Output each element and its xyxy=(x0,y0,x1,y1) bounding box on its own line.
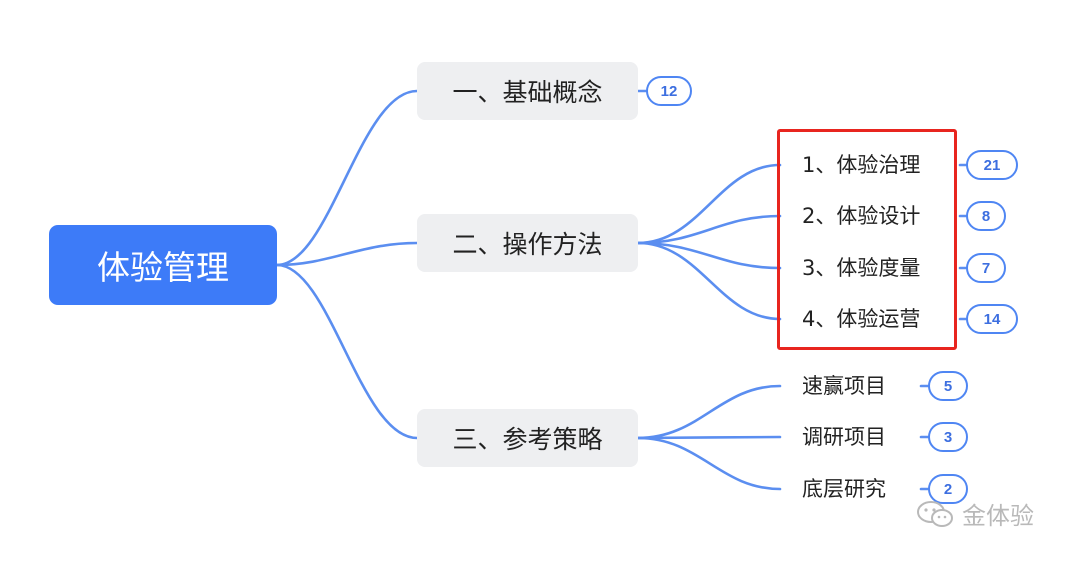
branch-node-methods[interactable]: 二、操作方法 xyxy=(417,214,638,272)
edge-strategy-3 xyxy=(636,436,782,491)
leaf-label: 3、体验度量 xyxy=(802,256,921,280)
branch-node-strategies[interactable]: 三、参考策略 xyxy=(417,409,638,467)
leaf-label: 2、体验设计 xyxy=(802,204,921,228)
leaf-label: 调研项目 xyxy=(802,425,886,449)
leaf-node-governance[interactable]: 1、体验治理 xyxy=(802,147,920,183)
leaf-label: 底层研究 xyxy=(802,477,886,501)
leaf-label: 速赢项目 xyxy=(802,374,886,398)
branch-node-basic-concepts[interactable]: 一、基础概念 xyxy=(417,62,638,120)
edge-method-3 xyxy=(636,241,782,270)
leaf-node-operations[interactable]: 4、体验运营 xyxy=(802,301,920,337)
count-badge: 14 xyxy=(966,304,1018,334)
count-badge: 5 xyxy=(928,371,968,401)
leaf-node-design[interactable]: 2、体验设计 xyxy=(802,198,920,234)
branch-label: 一、基础概念 xyxy=(452,78,603,107)
leaf-node-quick-wins[interactable]: 速赢项目 xyxy=(802,368,886,404)
edge-method-1 xyxy=(636,163,782,245)
count-badge: 12 xyxy=(646,76,692,106)
leaf-node-measurement[interactable]: 3、体验度量 xyxy=(802,250,920,286)
count-badge: 8 xyxy=(966,201,1006,231)
leaf-node-foundational-research[interactable]: 底层研究 xyxy=(802,471,886,507)
edge-root-branch-2 xyxy=(275,241,419,267)
branch-label: 二、操作方法 xyxy=(452,230,603,259)
watermark: 金体验 xyxy=(916,496,1034,531)
leaf-label: 4、体验运营 xyxy=(802,307,921,331)
count-badge: 21 xyxy=(966,150,1018,180)
branch-label: 三、参考策略 xyxy=(452,425,603,454)
count-badge: 2 xyxy=(928,474,968,504)
edge-method-4 xyxy=(636,241,782,321)
root-label: 体验管理 xyxy=(97,248,229,287)
wechat-icon xyxy=(917,500,953,527)
watermark-text: 金体验 xyxy=(962,502,1034,530)
highlight-box xyxy=(777,129,957,350)
edge-method-2 xyxy=(636,214,782,245)
edge-strategy-2 xyxy=(636,435,782,440)
leaf-node-research-projects[interactable]: 调研项目 xyxy=(802,419,886,455)
root-node[interactable]: 体验管理 xyxy=(49,225,277,305)
edge-root-branch-1 xyxy=(275,89,419,267)
count-badge: 7 xyxy=(966,253,1006,283)
count-badge: 3 xyxy=(928,422,968,452)
edge-root-branch-3 xyxy=(275,263,419,440)
leaf-label: 1、体验治理 xyxy=(802,153,921,177)
edge-strategy-1 xyxy=(636,384,782,440)
